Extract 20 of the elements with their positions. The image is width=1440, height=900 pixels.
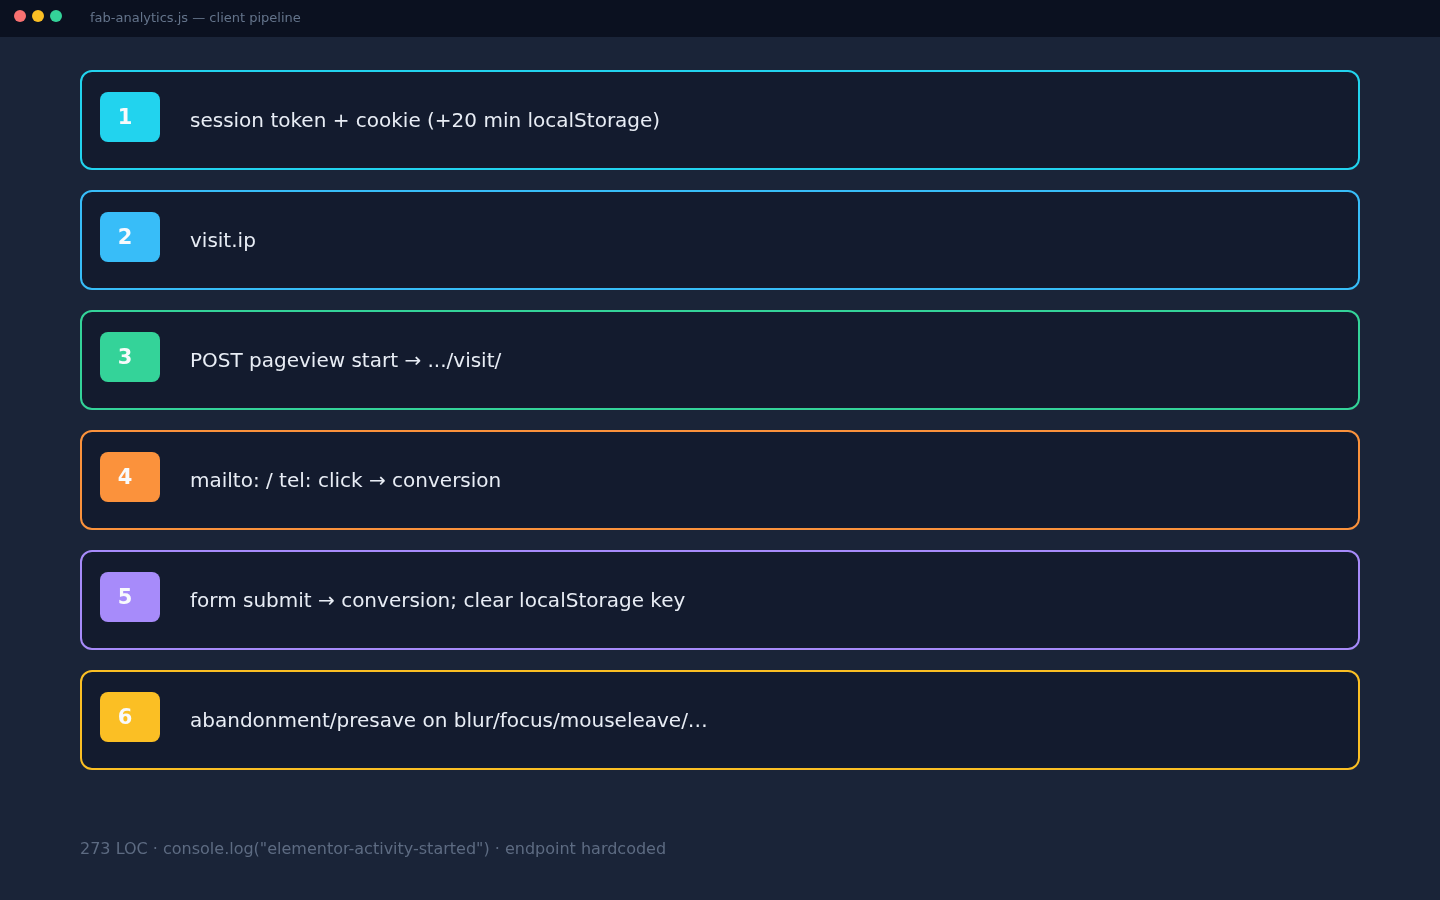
step-description: session token + cookie (+20 min localStorage) [190,108,661,132]
step-description: visit.ip [190,228,256,252]
step-card [80,550,1360,650]
step-description: mailto: / tel: click → conversion [190,468,502,492]
step-card [80,190,1360,290]
step-description: form submit → conversion; clear localStorage key [190,588,686,612]
step-number: 2 [100,212,160,262]
step-card [80,70,1360,170]
step-description: POST pageview start → .../visit/ [190,348,502,372]
step-number: 4 [100,452,160,502]
footer-caption: 273 LOC · console.log("elementor-activity-started") · endpoint hardcoded [80,839,667,859]
step-number: 5 [100,572,160,622]
step-number: 1 [100,92,160,142]
step-description: abandonment/presave on blur/focus/mouseleave/… [190,708,708,732]
step-number: 6 [100,692,160,742]
step-number: 3 [100,332,160,382]
window-title: fab-analytics.js — client pipeline [90,10,301,26]
step-card [80,310,1360,410]
step-card [80,670,1360,770]
step-card [80,430,1360,530]
